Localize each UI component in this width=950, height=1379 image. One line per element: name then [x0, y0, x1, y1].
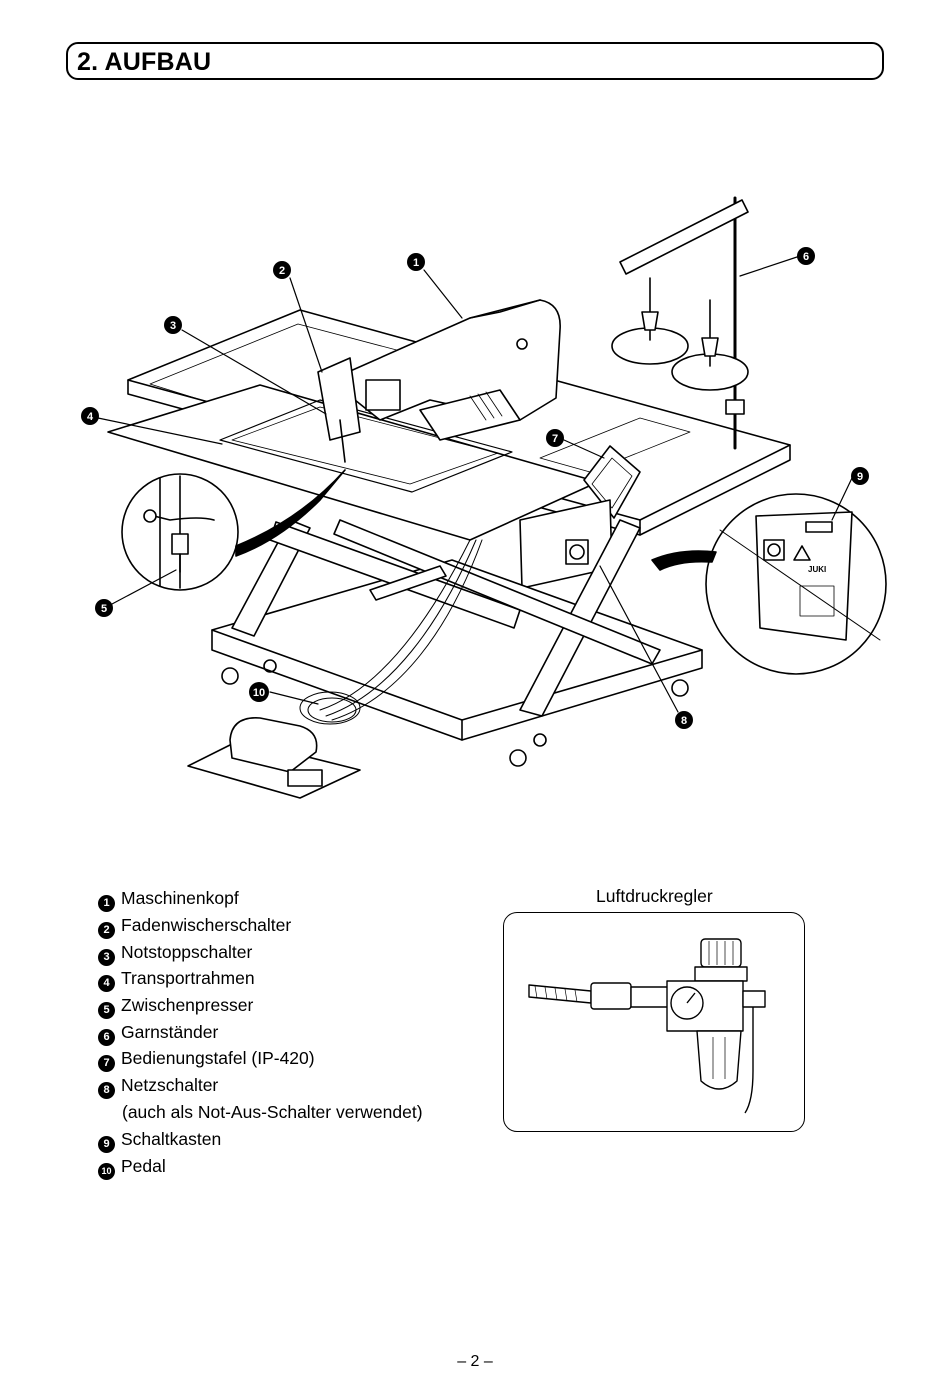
leader-lines	[97, 255, 853, 713]
legend-sub-label: (auch als Not-Aus-Schalter verwendet)	[122, 1102, 423, 1122]
pedal	[187, 717, 361, 799]
legend-label: Netzschalter	[121, 1075, 219, 1095]
callout-10: 10	[249, 682, 269, 702]
legend-marker: 7	[98, 1055, 115, 1072]
callout-7: 7	[546, 429, 564, 447]
intermediate-presser-zoom	[121, 469, 346, 591]
callout-4: 4	[81, 407, 99, 425]
legend-label: Schaltkasten	[121, 1129, 222, 1149]
section-header: 2. AUFBAU	[66, 42, 884, 80]
legend-label: Notstoppschalter	[121, 942, 253, 962]
drain-tube	[744, 1007, 754, 1114]
callout-1: 1	[407, 253, 425, 271]
air-regulator-illustration	[528, 938, 766, 1114]
legend-item: 4 Transportrahmen	[98, 968, 255, 992]
legend-label: Garnständer	[121, 1022, 219, 1042]
svg-text:4: 4	[87, 411, 94, 423]
filter-bowl	[696, 1030, 742, 1090]
callout-5: 5	[95, 599, 113, 617]
legend-label: Zwischenpresser	[121, 995, 254, 1015]
machine-head	[317, 299, 561, 463]
legend-marker: 9	[98, 1136, 115, 1153]
legend-marker: 1	[98, 895, 115, 912]
legend-label: Transportrahmen	[121, 968, 255, 988]
section-title: 2. AUFBAU	[77, 48, 212, 76]
callout-9: 9	[851, 467, 869, 485]
stand-frame	[211, 519, 703, 767]
pedal-cables	[299, 539, 483, 725]
legend-label: Pedal	[121, 1156, 166, 1176]
svg-text:9: 9	[857, 471, 863, 483]
legend-marker: 6	[98, 1029, 115, 1046]
callout-markers: 1 2 3 4 5 6 7 8 9 10	[81, 247, 869, 729]
machine-illustration: JUKI 1 2 3 4 5 6 7 8 9 10	[81, 196, 887, 799]
legend-label: Bedienungstafel (IP-420)	[121, 1048, 315, 1068]
legend-marker: 8	[98, 1082, 115, 1099]
callout-6: 6	[797, 247, 815, 265]
legend-item: 7 Bedienungstafel (IP-420)	[98, 1048, 315, 1072]
legend-label: Maschinenkopf	[121, 888, 239, 908]
svg-text:7: 7	[552, 433, 558, 445]
juki-brand-label: JUKI	[808, 565, 826, 574]
svg-text:1: 1	[413, 257, 419, 269]
legend-item: 1 Maschinenkopf	[98, 888, 239, 912]
callout-2: 2	[273, 261, 291, 279]
inset-title: Luftdruckregler	[596, 886, 713, 906]
svg-text:10: 10	[253, 687, 265, 699]
legend-marker: 3	[98, 949, 115, 966]
air-regulator-inset	[503, 912, 805, 1132]
legend-item: 3 Notstoppschalter	[98, 942, 252, 966]
callout-3: 3	[164, 316, 182, 334]
legend-item: 10 Pedal	[98, 1156, 166, 1180]
legend-item: 8 Netzschalter	[98, 1075, 218, 1099]
air-coupler	[590, 982, 632, 1010]
svg-text:2: 2	[279, 265, 285, 277]
air-hose	[528, 984, 592, 1004]
control-box-zoom	[651, 493, 887, 675]
callout-8: 8	[675, 711, 693, 729]
legend-item: 9 Schaltkasten	[98, 1129, 221, 1153]
svg-text:8: 8	[681, 715, 687, 727]
regulator-knob	[700, 938, 742, 968]
svg-text:5: 5	[101, 603, 107, 615]
legend-marker: 2	[98, 922, 115, 939]
svg-text:6: 6	[803, 251, 809, 263]
legend-item: 6 Garnständer	[98, 1022, 218, 1046]
svg-text:3: 3	[170, 320, 176, 332]
legend-item: 5 Zwischenpresser	[98, 995, 253, 1019]
legend-marker: 4	[98, 975, 115, 992]
legend-item: 2 Fadenwischerschalter	[98, 915, 291, 939]
legend-marker: 5	[98, 1002, 115, 1019]
legend-label: Fadenwischerschalter	[121, 915, 292, 935]
page-number: – 2 –	[457, 1353, 493, 1370]
legend-marker: 10	[98, 1163, 115, 1180]
thread-stand	[611, 196, 749, 450]
